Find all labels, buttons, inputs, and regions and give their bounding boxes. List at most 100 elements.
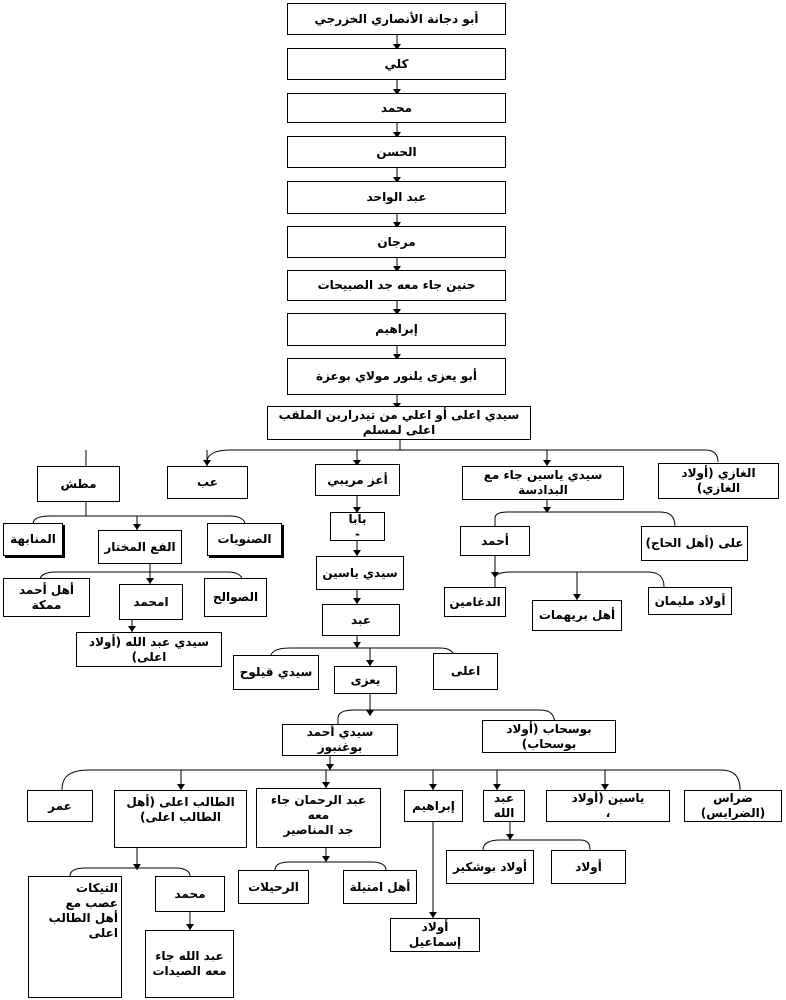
node-ibrahim-2: إبراهيم — [404, 790, 463, 822]
node-sanawiyat: الصنويات — [207, 523, 282, 556]
node-ibrahim-1-label: إبراهيم — [375, 322, 418, 336]
node-kali: كلي — [287, 48, 506, 80]
node-kali-label: كلي — [384, 56, 409, 71]
node-aaz-meribi: أعز مريبي — [315, 464, 400, 496]
node-awlad-label: أولاد — [575, 859, 602, 874]
node-abdallah-sidat: عبد الله جاء معه الصيدات — [145, 930, 234, 998]
node-ahmed-1-label: أحمد — [481, 533, 509, 548]
node-sidi-qilouh-label: سيدي قيلوح — [239, 665, 313, 679]
node-ali-ahl-haj-label: على (أهل الحاج) — [645, 536, 744, 550]
node-aala: اعلى — [433, 653, 498, 690]
node-marjan: مرجان — [287, 226, 506, 258]
node-yassin-awlad-label: ياسين (أولاد ، — [571, 791, 645, 820]
node-bousahab: بوسحاب (أولاد بوسحاب) — [482, 720, 616, 753]
node-hassan: الحسن — [287, 136, 506, 168]
node-ghazi-label: الغازي (أولاد الغازي) — [681, 466, 756, 495]
node-sidi-yassin-1: سيدي ياسين جاء مع البدادسة — [462, 466, 624, 500]
node-awlad-ismail-label: أولاد إسماعيل — [408, 920, 462, 949]
node-manabiha: المنابهة — [3, 523, 63, 556]
node-omar: عمر — [27, 790, 93, 822]
node-abderrahmane-label: عبد الرحمان جاء معه جد المناصير — [270, 793, 367, 837]
node-abdelwahed: عبد الواحد — [287, 181, 506, 214]
node-abu-yaaza-label: أبو يعزى يلنور مولاي بوعزة — [316, 369, 477, 383]
node-abu-dujana: أبو دجانة الأنصاري الخزرجي — [287, 3, 506, 35]
node-hassan-label: الحسن — [376, 144, 417, 159]
node-awlad-boushkir-label: أولاد بوشكير — [453, 859, 528, 874]
node-yassin-awlad: ياسين (أولاد ، — [546, 790, 670, 822]
node-matash: مطش — [37, 466, 120, 502]
node-sidi-abdallah-1: سيدي عبد الله (أولاد اعلى) — [76, 632, 222, 667]
node-sidi-ahmed-boughanbour-label: سيدي أحمد بوغنبور — [306, 725, 374, 754]
node-sidi-abdallah-1-label: سيدي عبد الله (أولاد اعلى) — [88, 634, 210, 664]
node-amhamed: امحمد — [119, 584, 183, 620]
node-bousahab-label: بوسحاب (أولاد بوسحاب) — [506, 721, 592, 751]
node-ali-ahl-haj: على (أهل الحاج) — [641, 526, 748, 561]
node-ab-label: عب — [197, 475, 218, 489]
node-abdallah-2: عبد الله — [483, 790, 525, 822]
node-sidi-ali: سيدي اعلى أو اعلي من تيدرارين الملقب اعل… — [267, 406, 531, 440]
node-ahmed-1: أحمد — [460, 526, 530, 556]
node-awlad-slimane: أولاد مليمان — [648, 587, 732, 615]
node-awlad-boushkir: أولاد بوشكير — [446, 850, 534, 884]
node-ab: عب — [167, 466, 248, 499]
node-ahl-brihimat: أهل بريهمات — [532, 600, 622, 631]
node-fa-mokhtar-label: الفع المختار — [104, 539, 176, 554]
node-yaaza-label: يعزى — [350, 672, 381, 687]
node-ghazi: الغازي (أولاد الغازي) — [658, 463, 779, 499]
node-daghamin: الدغامين — [444, 587, 506, 617]
node-ahl-brihimat-label: أهل بريهمات — [538, 608, 616, 622]
node-hanin: حنين جاء معه جد الصبيحات — [287, 270, 506, 301]
node-tikkat-label: التيكات عصب مع أهل الطالب اعلى — [48, 881, 118, 940]
node-fa-mokhtar: الفع المختار — [98, 530, 182, 564]
node-mohamed-1-label: محمد — [380, 100, 413, 115]
node-rhilat: الرحيلات — [238, 870, 309, 904]
node-sanawiyat-label: الصنويات — [217, 532, 272, 546]
node-marjan-label: مرجان — [377, 234, 416, 249]
node-sidi-qilouh: سيدي قيلوح — [233, 655, 319, 690]
node-sidi-yassin-2-label: سيدي ياسين — [322, 565, 398, 580]
node-abu-dujana-label: أبو دجانة الأنصاري الخزرجي — [314, 11, 479, 26]
node-sawaleh: الصوالح — [204, 578, 267, 617]
node-abderrahmane: عبد الرحمان جاء معه جد المناصير — [256, 788, 381, 848]
node-abdallah-2-label: عبد الله — [493, 791, 515, 820]
node-mohamed-2: محمد — [155, 876, 225, 912]
node-abd: عبد — [322, 604, 400, 636]
node-dras-label: ضراس (الضرايس) — [700, 791, 766, 820]
node-baba-label: بابا - — [348, 512, 367, 541]
node-tikkat: التيكات عصب مع أهل الطالب اعلى — [28, 876, 122, 998]
node-awlad-slimane-label: أولاد مليمان — [654, 593, 726, 608]
node-ibrahim-1: إبراهيم — [287, 313, 506, 346]
node-dras: ضراس (الضرايس) — [684, 790, 782, 822]
node-awlad: أولاد — [551, 850, 626, 884]
node-baba: بابا - — [330, 512, 385, 541]
node-ibrahim-2-label: إبراهيم — [412, 798, 455, 813]
node-sidi-ali-label: سيدي اعلى أو اعلي من تيدرارين الملقب اعل… — [278, 408, 520, 437]
node-matash-label: مطش — [60, 476, 97, 491]
node-abd-label: عبد — [350, 612, 372, 627]
node-ahl-amtila: أهل امتيلة — [343, 870, 417, 904]
node-sidi-ahmed-boughanbour: سيدي أحمد بوغنبور — [282, 724, 398, 756]
node-taleb-ali-label: الطالب اعلى (أهل الطالب اعلى) — [126, 795, 235, 824]
node-awlad-ismail: أولاد إسماعيل — [390, 918, 480, 952]
node-taleb-ali: الطالب اعلى (أهل الطالب اعلى) — [114, 790, 247, 848]
node-sidi-yassin-2: سيدي ياسين — [316, 556, 404, 590]
arrowheads — [128, 44, 609, 930]
node-daghamin-label: الدغامين — [449, 594, 501, 609]
node-abdelwahed-label: عبد الواحد — [366, 190, 427, 204]
node-manabiha-label: المنابهة — [10, 532, 56, 546]
node-ahl-ahmed-mamka: أهل أحمد ممكة — [3, 578, 90, 617]
node-rhilat-label: الرحيلات — [248, 879, 299, 894]
node-aaz-meribi-label: أعز مريبي — [327, 472, 388, 487]
node-abdallah-sidat-label: عبد الله جاء معه الصيدات — [152, 949, 227, 978]
node-hanin-label: حنين جاء معه جد الصبيحات — [317, 278, 476, 292]
node-yaaza: يعزى — [334, 666, 397, 694]
node-mohamed-2-label: محمد — [174, 886, 206, 901]
node-amhamed-label: امحمد — [133, 594, 169, 609]
node-ahl-ahmed-mamka-label: أهل أحمد ممكة — [18, 582, 75, 612]
node-sawaleh-label: الصوالح — [212, 590, 259, 604]
node-ahl-amtila-label: أهل امتيلة — [349, 879, 411, 894]
node-mohamed-1: محمد — [287, 93, 506, 123]
node-aala-label: اعلى — [450, 664, 481, 678]
node-abu-yaaza: أبو يعزى يلنور مولاي بوعزة — [287, 358, 506, 395]
